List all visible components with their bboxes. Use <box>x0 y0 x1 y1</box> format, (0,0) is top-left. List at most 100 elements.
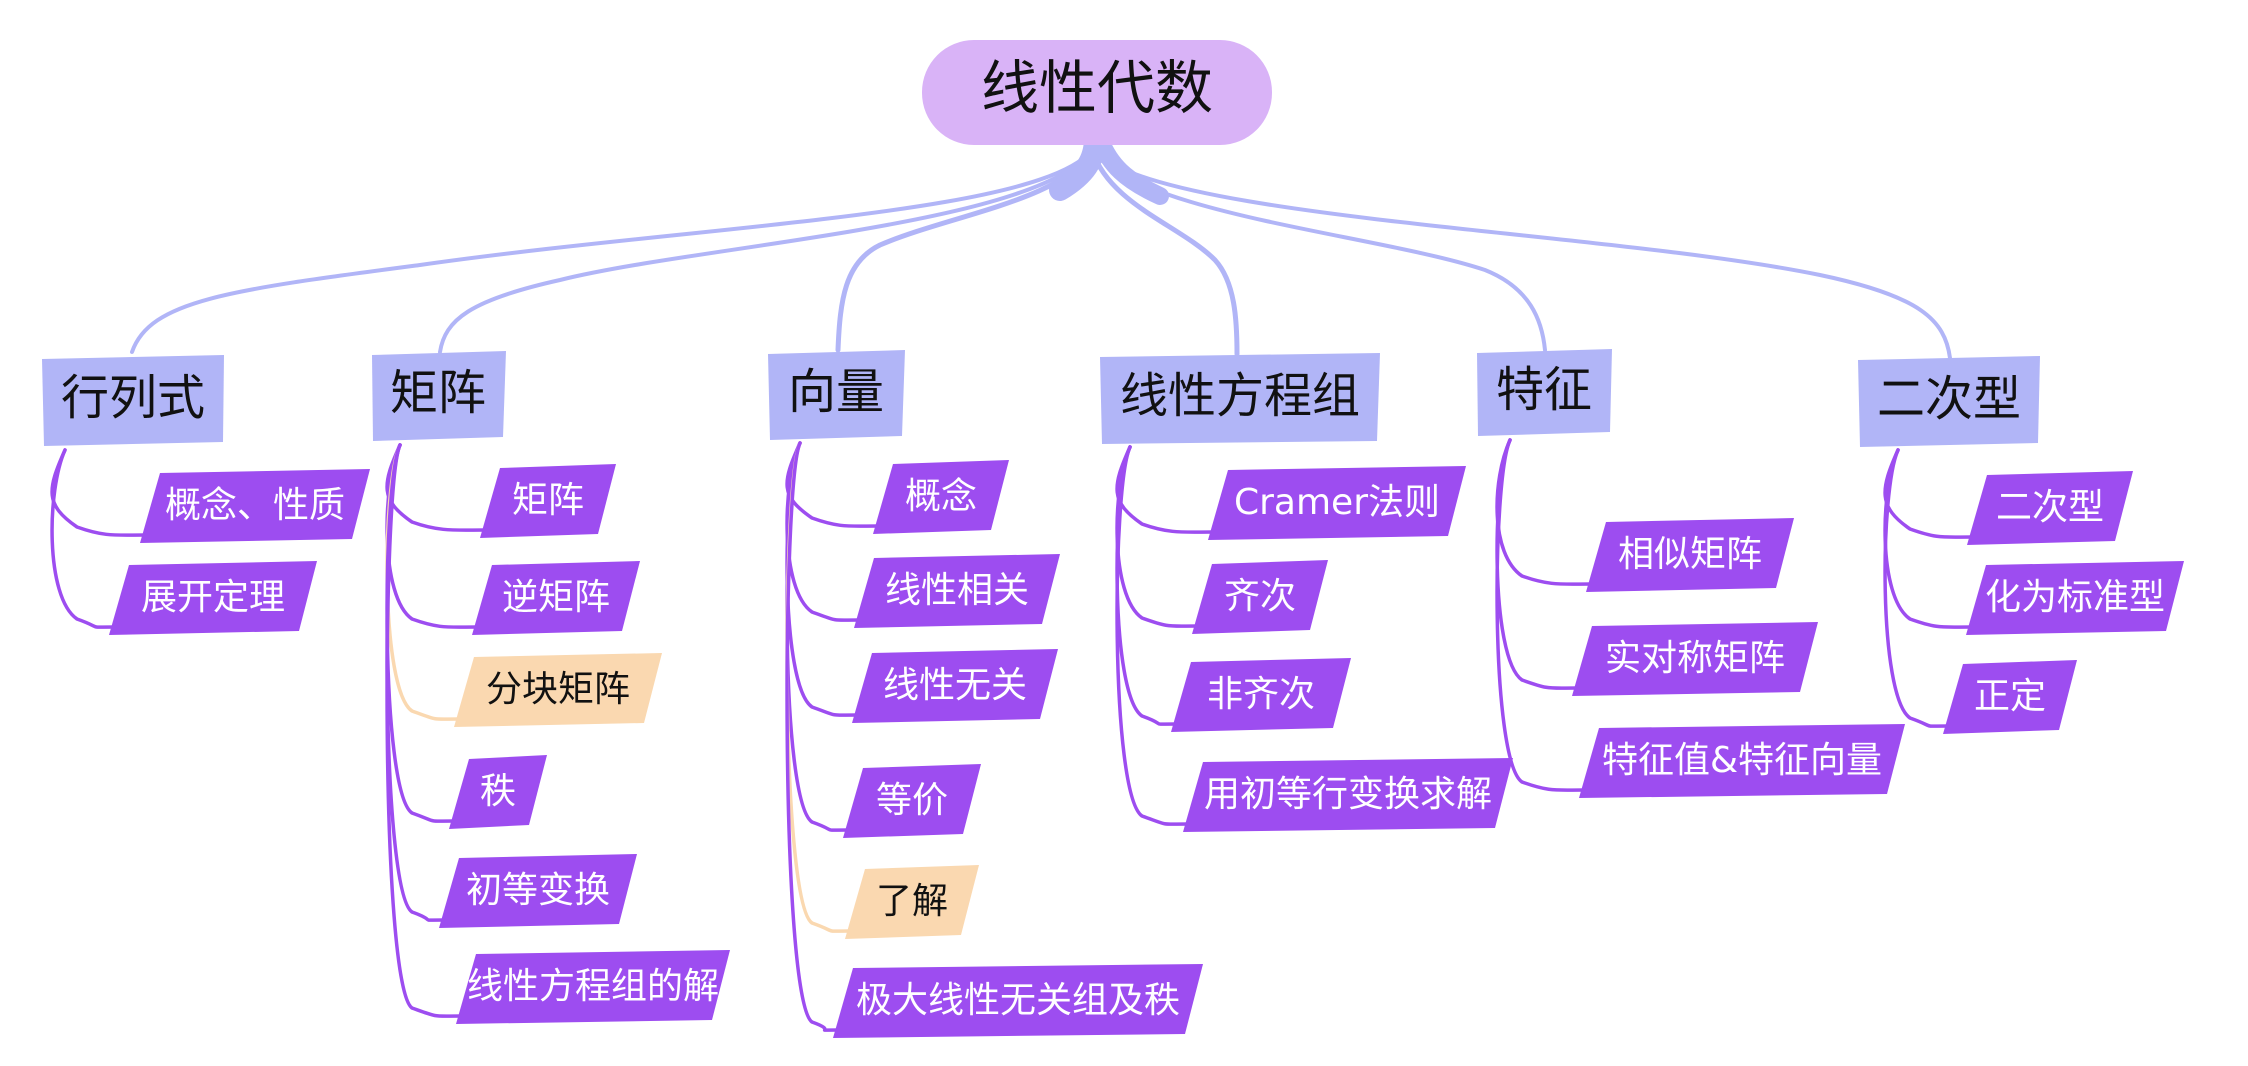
connector-vector-leaf-2 <box>785 441 860 717</box>
leaf-quadratic-0[interactable]: 二次型 <box>1967 471 2133 545</box>
branch-vector[interactable]: 向量 <box>768 350 905 440</box>
leaf-linear-systems-0[interactable]: Cramer法则 <box>1208 466 1466 540</box>
branch-eigen[interactable]: 特征 <box>1477 349 1612 436</box>
leaf-quadratic-0-label: 二次型 <box>1996 487 2104 528</box>
connector-linear-systems-leaf-0 <box>1115 445 1216 534</box>
connector-vector-leaf-0 <box>785 441 881 528</box>
leaf-vector-0-bg <box>873 460 1009 534</box>
connector-matrix-leaf-2 <box>385 443 462 721</box>
connector-matrix-leaf-5 <box>385 443 464 1018</box>
leaf-vector-1-label: 线性相关 <box>885 570 1029 611</box>
connector-quadratic-leaf-2 <box>1883 448 1951 728</box>
leaf-eigen-2[interactable]: 特征值&特征向量 <box>1579 724 1905 798</box>
leaf-linear-systems-2-label: 非齐次 <box>1207 674 1315 715</box>
leaf-determinant-1[interactable]: 展开定理 <box>109 561 317 635</box>
connector-root-determinant <box>130 148 1094 354</box>
leaf-eigen-0-bg <box>1586 518 1794 592</box>
connector-root-bundle-right <box>1091 131 1169 205</box>
leaf-quadratic-1[interactable]: 化为标准型 <box>1966 561 2184 635</box>
leaf-matrix-5[interactable]: 线性方程组的解 <box>456 950 730 1024</box>
leaf-vector-3-label: 等价 <box>876 780 948 821</box>
connector-determinant-leaf-1 <box>50 448 117 629</box>
leaf-vector-0[interactable]: 概念 <box>873 460 1009 534</box>
leaf-connectors <box>50 438 1975 1032</box>
leaf-matrix-4-bg <box>439 854 637 928</box>
branch-quadratic-bg <box>1858 356 2040 447</box>
leaf-matrix-3-label: 秩 <box>480 771 516 812</box>
branch-determinant-label: 行列式 <box>61 370 205 426</box>
leaf-quadratic-2-label: 正定 <box>1974 676 2046 717</box>
leaf-vector-1[interactable]: 线性相关 <box>854 554 1060 628</box>
branch-determinant-bg <box>42 355 224 446</box>
root-connectors <box>130 127 1952 360</box>
leaf-linear-systems-3-bg <box>1183 758 1513 832</box>
leaf-vector-4[interactable]: 了解 <box>845 865 979 939</box>
connector-vector-leaf-3 <box>785 441 851 832</box>
leaf-matrix-2[interactable]: 分块矩阵 <box>454 653 662 727</box>
leaf-matrix-1-label: 逆矩阵 <box>502 577 610 618</box>
leaf-quadratic-1-label: 化为标准型 <box>1985 577 2165 618</box>
leaf-matrix-0-bg <box>480 464 616 538</box>
branch-headers: 行列式 矩阵 向量 线性方程组 特征 二次型 <box>42 349 2040 447</box>
branch-determinant[interactable]: 行列式 <box>42 355 224 446</box>
leaf-determinant-0[interactable]: 概念、性质 <box>140 469 370 543</box>
leaf-eigen-2-bg <box>1579 724 1905 798</box>
connector-matrix-leaf-3 <box>385 443 457 823</box>
leaf-vector-2-label: 线性无关 <box>883 665 1027 706</box>
connector-linear-systems-leaf-1 <box>1115 445 1200 628</box>
leaf-vector-5-label: 极大线性无关组及秩 <box>856 980 1180 1021</box>
leaf-quadratic-2[interactable]: 正定 <box>1943 660 2077 734</box>
leaf-matrix-0-label: 矩阵 <box>512 480 584 521</box>
connector-matrix-leaf-4 <box>385 443 447 922</box>
leaf-eigen-0[interactable]: 相似矩阵 <box>1586 518 1794 592</box>
leaf-vector-2[interactable]: 线性无关 <box>852 649 1058 723</box>
leaf-linear-systems-0-label: Cramer法则 <box>1234 482 1440 523</box>
leaf-quadratic-2-bg <box>1943 660 2077 734</box>
leaf-matrix-1[interactable]: 逆矩阵 <box>472 561 640 635</box>
leaf-vector-5[interactable]: 极大线性无关组及秩 <box>833 964 1203 1038</box>
branch-matrix[interactable]: 矩阵 <box>372 351 506 441</box>
leaf-matrix-3-bg <box>449 755 547 829</box>
leaf-determinant-0-bg <box>140 469 370 543</box>
leaf-linear-systems-3[interactable]: 用初等行变换求解 <box>1183 758 1513 832</box>
connector-matrix-leaf-0 <box>385 443 488 532</box>
leaf-quadratic-1-bg <box>1966 561 2184 635</box>
connector-vector-leaf-1 <box>785 441 862 622</box>
connector-vector-leaf-4 <box>785 441 853 933</box>
leaf-quadratic-0-bg <box>1967 471 2133 545</box>
leaf-matrix-4[interactable]: 初等变换 <box>439 854 637 928</box>
root-title: 线性代数 <box>981 54 1213 122</box>
leaf-linear-systems-1[interactable]: 齐次 <box>1192 560 1328 634</box>
leaf-linear-systems-0-bg <box>1208 466 1466 540</box>
leaf-determinant-0-label: 概念、性质 <box>165 485 345 526</box>
leaf-matrix-2-label: 分块矩阵 <box>486 669 630 710</box>
leaf-vector-5-bg <box>833 964 1203 1038</box>
leaf-matrix-4-label: 初等变换 <box>466 870 610 911</box>
leaf-matrix-0[interactable]: 矩阵 <box>480 464 616 538</box>
connector-root-matrix <box>438 148 1094 354</box>
leaf-linear-systems-2[interactable]: 非齐次 <box>1171 658 1351 732</box>
leaf-linear-systems-3-label: 用初等行变换求解 <box>1204 774 1492 815</box>
leaf-determinant-1-label: 展开定理 <box>141 577 285 618</box>
branch-eigen-bg <box>1477 349 1612 436</box>
connector-linear-systems-leaf-3 <box>1115 445 1191 826</box>
connector-linear-systems-leaf-2 <box>1115 445 1179 726</box>
leaf-vector-3[interactable]: 等价 <box>843 764 981 838</box>
leaf-linear-systems-1-bg <box>1192 560 1328 634</box>
leaf-eigen-2-label: 特征值&特征向量 <box>1602 740 1882 781</box>
leaf-matrix-1-bg <box>472 561 640 635</box>
leaf-eigen-1[interactable]: 实对称矩阵 <box>1572 622 1818 696</box>
branch-matrix-label: 矩阵 <box>390 365 486 421</box>
leaf-matrix-2-bg <box>454 653 662 727</box>
leaf-matrix-3[interactable]: 秩 <box>449 755 547 829</box>
branch-linear-systems[interactable]: 线性方程组 <box>1100 353 1380 444</box>
connector-root-linear-systems <box>1089 147 1240 357</box>
leaf-eigen-1-label: 实对称矩阵 <box>1605 638 1785 679</box>
branch-quadratic[interactable]: 二次型 <box>1858 356 2040 447</box>
branch-linear-systems-label: 线性方程组 <box>1120 368 1360 424</box>
root-node[interactable]: 线性代数 <box>922 40 1272 145</box>
leaf-vector-4-bg <box>845 865 979 939</box>
connector-vector-leaf-5 <box>785 441 841 1032</box>
